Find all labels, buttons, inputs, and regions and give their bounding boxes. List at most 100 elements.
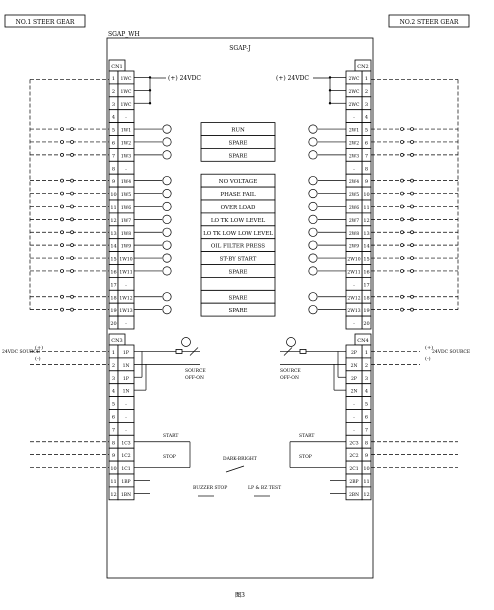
left-switch-label-1: SOURCE [185, 368, 206, 374]
right-contact-b [410, 307, 414, 312]
cn1-signal-name: 1W2 [121, 141, 131, 147]
cn1-pin-number: 15 [110, 257, 116, 263]
indicator-label: OIL FILTER PRESS [211, 244, 265, 250]
cn2-lamp [308, 305, 318, 315]
right-contact-a [400, 230, 404, 235]
cn4-signal-name: - [353, 416, 355, 421]
right-contact-a [400, 269, 404, 273]
cn2-pin-number: 13 [363, 231, 369, 237]
right-contact-a [400, 140, 404, 144]
right-contact-a [400, 307, 404, 312]
cn1-signal-name: 1W9 [121, 244, 131, 250]
right-contact-b [410, 243, 414, 247]
cn1-lamp [162, 189, 172, 199]
cn1-signal-name: 1WC [121, 76, 132, 82]
cn4-pin-number: 8 [365, 440, 368, 446]
cn2-pin-number: 12 [363, 218, 369, 224]
cn4-pin-number: 5 [365, 402, 368, 408]
indicator-empty-box [200, 276, 276, 291]
left-contact-a [60, 204, 64, 209]
cn2-signal-name: 2W4 [349, 179, 359, 185]
cn2-power-node [328, 89, 332, 92]
left-contact-a [60, 140, 64, 144]
cn3-signal-name: 1BP [121, 479, 130, 485]
cn1-signal-name: - [125, 283, 127, 288]
cn2-signal-name: 2WC [349, 102, 360, 108]
left-contact-b [70, 204, 74, 209]
right-contact-b [410, 230, 414, 235]
start-right-label: START [299, 433, 314, 439]
lp-bz-test-label: LP & BZ TEST [248, 485, 281, 491]
cn4-signal-name: 2BP [349, 479, 358, 485]
cn1-signal-name: 1W11 [119, 270, 132, 276]
cn2-pin-number: 10 [363, 192, 369, 198]
indicator-label: SPARE [228, 270, 247, 276]
stop-left-label: STOP [163, 454, 176, 460]
cn1-lamp [162, 266, 172, 276]
cn2-signal-name: 2W2 [349, 141, 359, 147]
indicator-label: LO TK LOW LEVEL [211, 218, 266, 224]
cn3-pin-number: 9 [112, 453, 115, 459]
cn1-pin-number: 4 [112, 115, 115, 121]
left-contact-a [60, 217, 64, 222]
right-contact-b [410, 204, 414, 209]
cn1-power-node [148, 102, 152, 105]
cn2-pin-number: 18 [363, 295, 369, 301]
cn1-lamp [162, 214, 172, 224]
cn3-pin-number: 8 [112, 440, 115, 446]
left-gear-label: NO.1 STEER GEAR [16, 19, 75, 26]
cn3-signal-name: - [125, 403, 127, 408]
right-gear-label: NO.2 STEER GEAR [400, 19, 459, 26]
cn1-pin-number: 8 [112, 166, 115, 172]
cn2-signal-name: 2W6 [349, 205, 359, 211]
left-contact-b [70, 127, 74, 131]
left-minus-label: (-) [35, 355, 41, 362]
cn2-pin-number: 17 [363, 282, 369, 288]
indicator-label-box [200, 147, 276, 162]
right-gear-label-box [388, 14, 470, 28]
cn3-signal-name: 1N [123, 363, 130, 369]
left-contact-a [60, 230, 64, 235]
cn2-lamp [308, 124, 318, 134]
cn2-pin-number: 4 [365, 115, 368, 121]
cn2-signal-cell [345, 315, 363, 330]
cn1-pin-number: 18 [110, 295, 116, 301]
cn3-pin-number: 4 [112, 389, 115, 395]
cn1-lamp [162, 124, 172, 134]
cn4-signal-name: 2C3 [349, 440, 358, 446]
cn2-pin-number: 1 [365, 76, 368, 82]
cn2-lamp [308, 150, 318, 160]
right-contact-a [400, 217, 404, 222]
cn1-lamp [162, 240, 172, 250]
cn2-power-node [328, 76, 332, 79]
right-switch-label-1: SOURCE [280, 368, 301, 374]
indicator-label: ST-BY START [220, 257, 257, 263]
cn1-lamp [162, 201, 172, 211]
left-plus-label: (+) [35, 344, 43, 351]
cn1-pin-number: 3 [112, 102, 115, 108]
cn1-lamp [162, 150, 172, 160]
indicator-label: SPARE [228, 308, 247, 314]
cn4-pin-number: 3 [365, 376, 368, 382]
cn2-signal-name: 2W3 [349, 153, 359, 159]
cn4-pin-number: 9 [365, 453, 368, 459]
cn1-title: CN1 [111, 64, 122, 70]
cn1-lamp [162, 137, 172, 147]
indicator-label: PHASE FAIL [220, 192, 255, 198]
cn2-signal-name: 2W13 [347, 308, 360, 314]
cn1-pin-number: 5 [112, 128, 115, 134]
cn1-pin-number: 6 [112, 141, 115, 147]
cn2-pin-number: 16 [363, 270, 369, 276]
left-contact-b [70, 217, 74, 222]
indicator-label: OVER LOAD [221, 205, 256, 211]
cn2-lamp [308, 189, 318, 199]
left-contact-a [60, 127, 64, 131]
cn3-signal-name: 1BN [121, 492, 131, 498]
left-contact-b [70, 243, 74, 247]
cn1-signal-name: 1W4 [121, 179, 131, 185]
cn3-signal-name: 1C3 [121, 440, 130, 446]
cn4-signal-name: 2BN [349, 492, 359, 498]
cn3-signal-name: 1N [123, 389, 130, 395]
left-contact-b [70, 294, 74, 299]
